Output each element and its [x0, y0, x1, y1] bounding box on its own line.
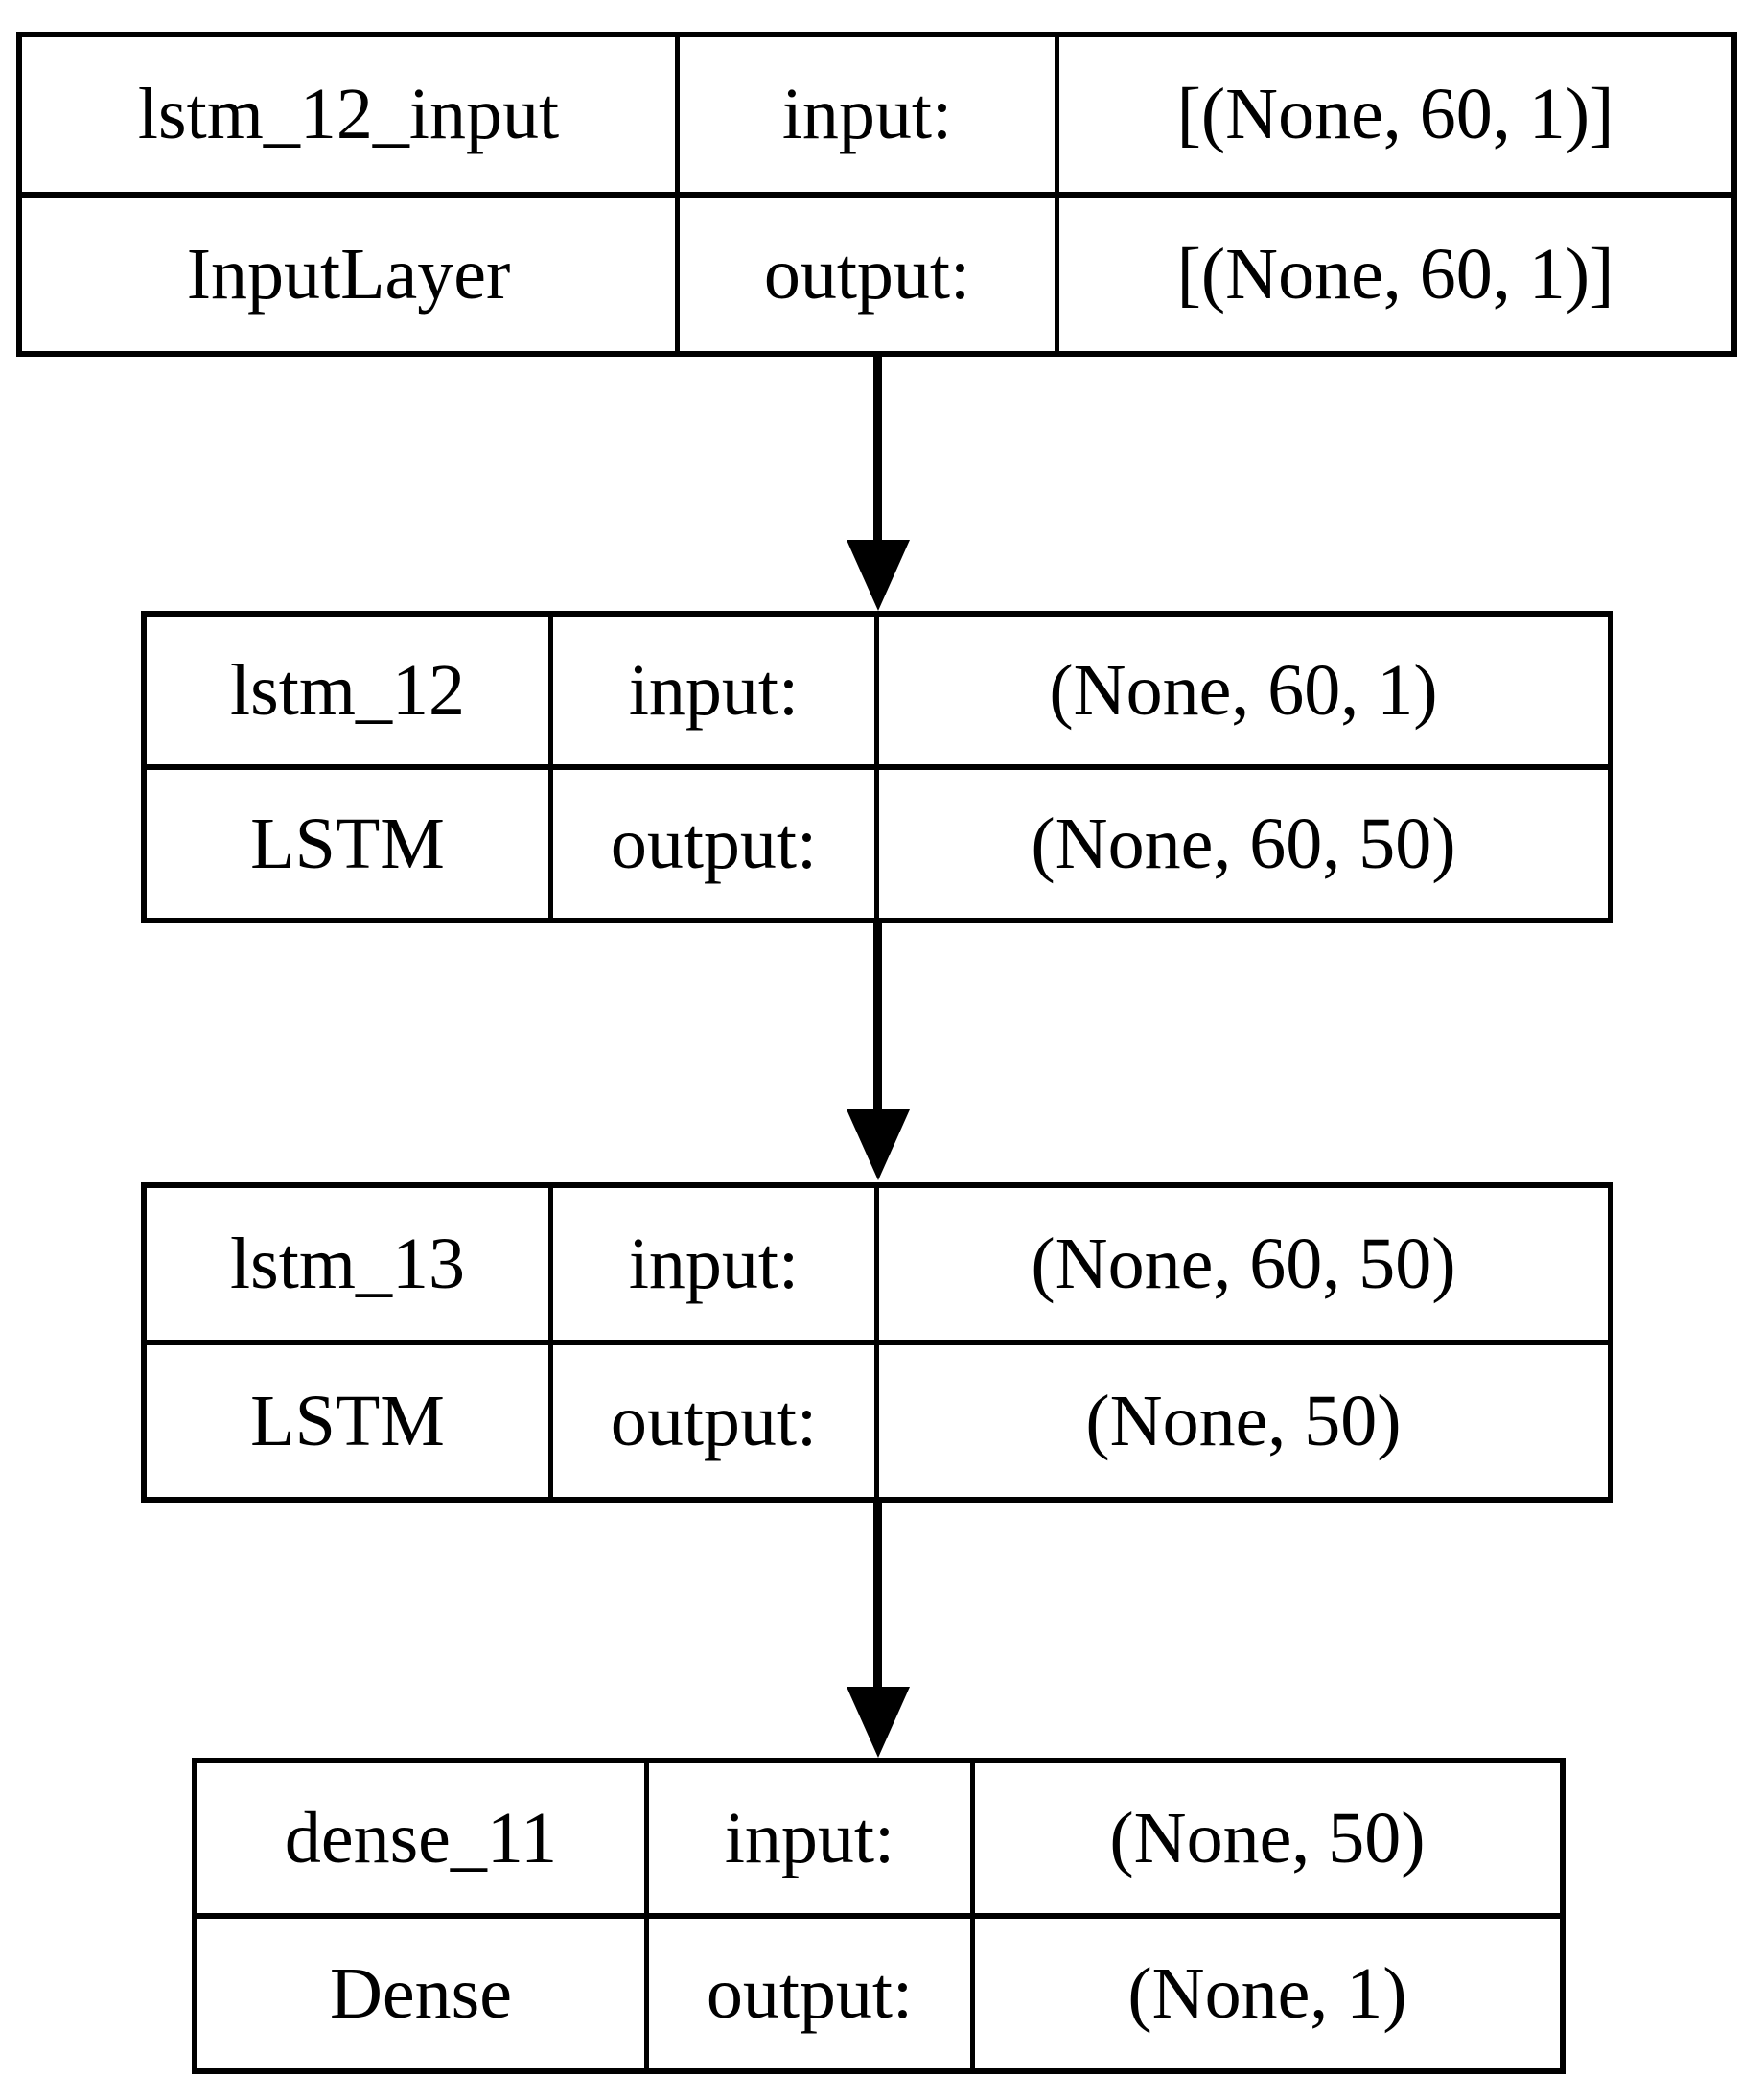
- shape-output: (None, 60, 50): [1031, 804, 1456, 884]
- io-label-output: output:: [649, 1919, 975, 2068]
- shape-input: (None, 60, 1): [1049, 650, 1438, 731]
- node-row-input: lstm_12_input input: [(None, 60, 1)]: [22, 37, 1731, 198]
- layer-name-label: lstm_12: [147, 617, 553, 764]
- io-label-output: output:: [553, 1345, 879, 1497]
- edge-arrow-1-head: [846, 540, 910, 611]
- node-row-output: InputLayer output: [(None, 60, 1)]: [22, 197, 1731, 351]
- edge-arrow-1-stem: [873, 357, 882, 544]
- io-label-input: input:: [553, 1188, 879, 1340]
- edge-arrow-3-stem: [873, 1503, 882, 1691]
- shape-input: (None, 60, 50): [1031, 1224, 1456, 1304]
- layer-name-label: dense_11: [197, 1763, 649, 1913]
- io-label-output: output:: [680, 197, 1059, 351]
- node-row-input: lstm_12 input: (None, 60, 1): [147, 617, 1608, 770]
- layer-name-label: lstm_13: [147, 1188, 553, 1340]
- edge-arrow-1: [846, 357, 910, 611]
- node-row-input: lstm_13 input: (None, 60, 50): [147, 1188, 1608, 1345]
- io-label-input: input:: [553, 617, 879, 764]
- shape-input: (None, 50): [1109, 1798, 1426, 1878]
- node-row-output: Dense output: (None, 1): [197, 1919, 1560, 2068]
- io-label-input: input:: [649, 1763, 975, 1913]
- edge-arrow-2: [846, 923, 910, 1182]
- layer-type-label: LSTM: [147, 770, 553, 918]
- edge-arrow-3: [846, 1503, 910, 1758]
- node-row-input: dense_11 input: (None, 50): [197, 1763, 1560, 1919]
- edge-arrow-3-head: [846, 1687, 910, 1758]
- layer-type-label: InputLayer: [22, 197, 680, 351]
- io-label-output: output:: [553, 770, 879, 918]
- edge-arrow-2-head: [846, 1109, 910, 1180]
- layer-name-label: lstm_12_input: [22, 37, 680, 192]
- edge-arrow-2-stem: [873, 923, 882, 1113]
- shape-output: [(None, 60, 1)]: [1176, 233, 1614, 315]
- io-label-input: input:: [680, 37, 1059, 192]
- shape-output: (None, 1): [1127, 1953, 1407, 2034]
- node-lstm-13[interactable]: lstm_13 input: (None, 60, 50) LSTM outpu…: [141, 1182, 1613, 1503]
- node-row-output: LSTM output: (None, 50): [147, 1345, 1608, 1497]
- node-dense-11[interactable]: dense_11 input: (None, 50) Dense output:…: [192, 1758, 1566, 2074]
- node-row-output: LSTM output: (None, 60, 50): [147, 770, 1608, 918]
- layer-type-label: Dense: [197, 1919, 649, 2068]
- node-lstm-12[interactable]: lstm_12 input: (None, 60, 1) LSTM output…: [141, 611, 1613, 923]
- shape-output: (None, 50): [1085, 1381, 1402, 1461]
- layer-type-label: LSTM: [147, 1345, 553, 1497]
- shape-input: [(None, 60, 1)]: [1176, 74, 1614, 155]
- node-lstm-12-input[interactable]: lstm_12_input input: [(None, 60, 1)] Inp…: [16, 32, 1737, 357]
